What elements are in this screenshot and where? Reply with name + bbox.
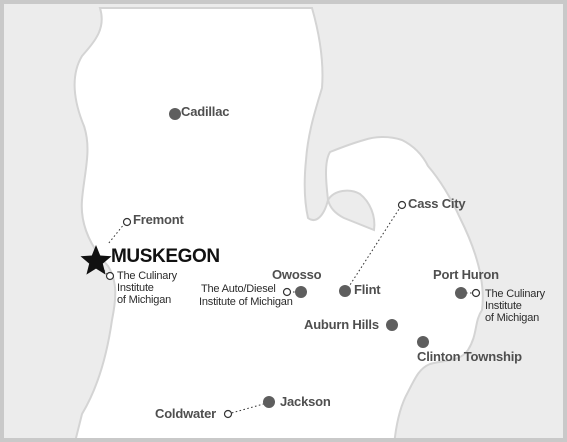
open-circle-fremont — [122, 217, 132, 227]
city-dot-cadillac — [169, 108, 181, 120]
city-dot-port-huron — [455, 287, 467, 299]
open-circle-culinary-port-huron — [471, 288, 481, 298]
label-cass-city: Cass City — [408, 196, 466, 211]
label-coldwater: Coldwater — [155, 406, 217, 421]
saginaw-bay — [326, 189, 376, 232]
label-owosso: Owosso — [272, 267, 322, 282]
label-flint: Flint — [354, 282, 381, 297]
label-cadillac: Cadillac — [181, 104, 230, 119]
connector-coldwater-jackson — [227, 402, 268, 415]
open-circles — [105, 200, 481, 419]
connector-fremont — [107, 222, 126, 245]
label-muskegon: MUSKEGON — [111, 246, 220, 267]
city-dot-flint — [339, 285, 351, 297]
label-auburn-hills: Auburn Hills — [304, 317, 379, 332]
michigan-map — [73, 7, 484, 438]
open-circle-cass-city — [397, 200, 407, 210]
label-clinton-township: Clinton Township — [417, 349, 522, 364]
open-circle-culinary-muskegon — [105, 271, 115, 281]
city-dot-clinton-township — [417, 336, 429, 348]
label-jackson: Jackson — [280, 394, 331, 409]
label-port-huron: Port Huron — [433, 267, 499, 282]
city-dot-jackson — [263, 396, 275, 408]
star-icon — [80, 245, 112, 275]
city-dot-auburn-hills — [386, 319, 398, 331]
label-fremont: Fremont — [133, 212, 184, 227]
open-circle-auto-diesel — [282, 287, 292, 297]
city-dot-owosso — [295, 286, 307, 298]
open-circle-coldwater — [223, 409, 233, 419]
city-dots — [169, 108, 467, 408]
connector-cass-city-flint — [347, 205, 402, 289]
